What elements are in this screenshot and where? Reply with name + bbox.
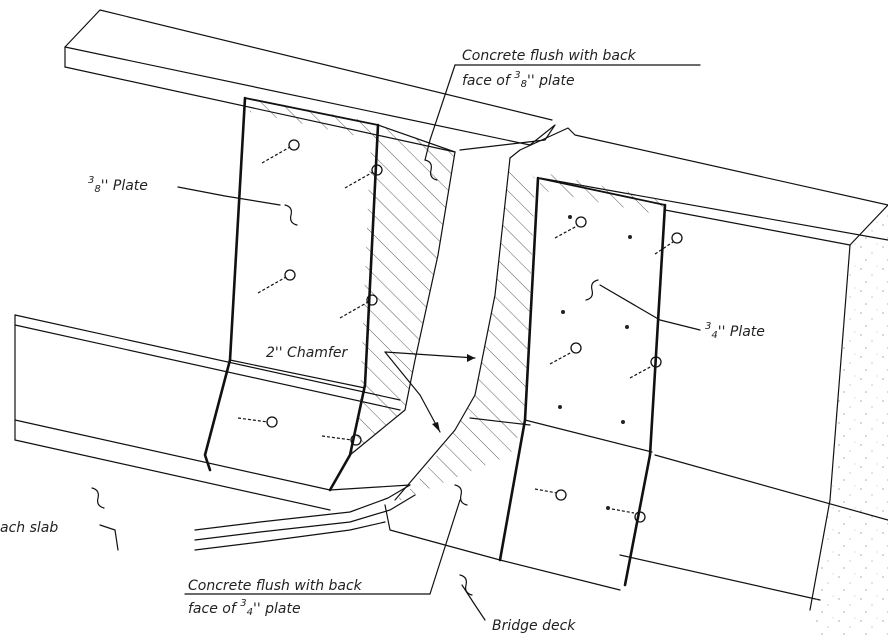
svg-text:face of 34'' plate: face of 34'' plate — [188, 598, 301, 618]
plate-right-edge-right — [623, 203, 667, 587]
left-barrier-top-front-edge — [64, 46, 531, 146]
left-plate-bolts — [237, 139, 383, 446]
svg-text:face of 38'' plate: face of 38'' plate — [462, 70, 575, 90]
right-barrier-end-face — [810, 200, 888, 637]
label-concrete-flush-bottom: Concrete flush with back face of 34'' pl… — [188, 578, 363, 618]
concrete-top-line2-pre: face of — [462, 73, 514, 89]
concrete-top-line1: Concrete flush with back — [462, 48, 637, 64]
plate-left-edge-left — [203, 96, 247, 472]
label-bridge-deck: Bridge deck — [492, 618, 576, 634]
plate-left-edge-right — [328, 123, 380, 492]
right-hatched-concrete — [390, 158, 535, 505]
label-plate-right: 34'' Plate — [705, 321, 765, 341]
concrete-bottom-line1: Concrete flush with back — [188, 578, 363, 594]
plate-left — [203, 96, 380, 492]
leader-lines — [91, 64, 701, 621]
label-approach-slab: ach slab — [0, 520, 58, 536]
label-plate-left: 38'' Plate — [88, 175, 148, 195]
label-concrete-flush-top: Concrete flush with back face of 38'' pl… — [462, 48, 637, 90]
right-barrier-top-edge — [509, 127, 888, 206]
right-plate-bolts — [534, 215, 683, 523]
label-chamfer: 2'' Chamfer — [266, 345, 348, 361]
joint-seal — [194, 484, 621, 591]
left-hatched-concrete — [245, 98, 455, 455]
left-barrier-slope-line — [14, 314, 401, 401]
left-barrier-top-back-edge — [64, 9, 553, 121]
right-barrier — [509, 127, 888, 637]
plate-right — [498, 176, 667, 587]
